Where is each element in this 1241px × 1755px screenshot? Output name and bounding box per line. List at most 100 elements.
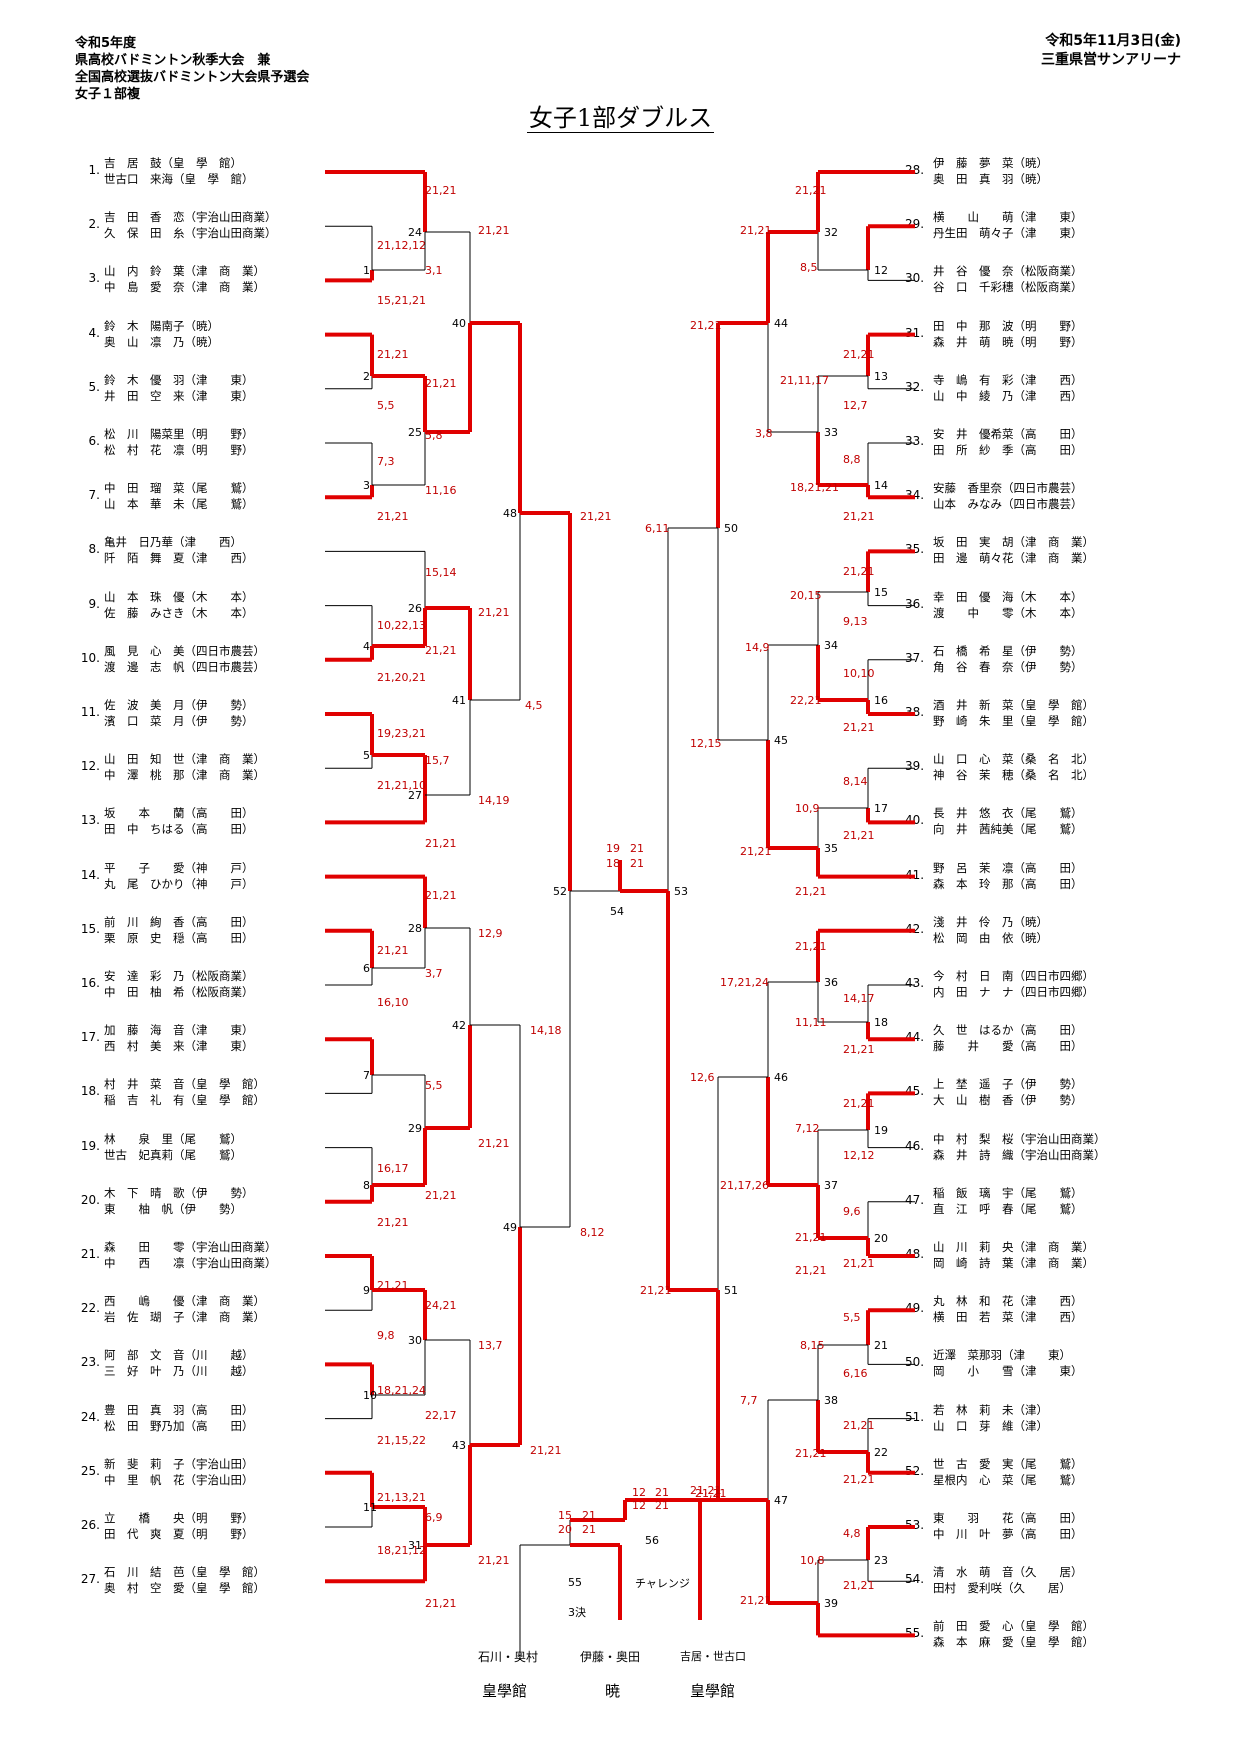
score-label: 21 (582, 1523, 596, 1536)
match-number-14: 14 (874, 479, 888, 492)
player-2-name: 野 崎 朱 里 (933, 714, 1014, 728)
player-1-name: 吉 田 香 恋 (104, 210, 185, 225)
right-score-15: 14,9 (745, 641, 770, 654)
entry-R-11: 39.山 口 心 菜（桑 名 北）神 谷 茉 穂（桑 名 北） (905, 750, 1241, 786)
player-1: 東 羽 花（高 田） (933, 1511, 1083, 1525)
player-1-school: 四日市農芸 (1013, 481, 1072, 496)
entry-L-20: 21.森 田 零（宇治山田商業）中 西 凛（宇治山田商業） (70, 1238, 410, 1274)
player-2-school: 高 田 (196, 1418, 242, 1433)
match-number-35: 35 (824, 842, 838, 855)
right-score-2: 8,5 (800, 261, 818, 274)
player-2-school: 津 西 (1025, 388, 1071, 403)
player-2-name: 栗 原 史 穏 (104, 930, 185, 945)
page-title-text: 女子1部ダブルス (526, 104, 715, 133)
entry-L-14: 15.前 川 絢 香（高 田）栗 原 史 穏（高 田） (70, 913, 410, 949)
match-number-26: 26 (408, 602, 422, 615)
player-1-name: 丸 林 和 花 (933, 1294, 1014, 1309)
player-1-school: 高 田 (1025, 860, 1071, 875)
player-1: 清 水 萌 音（久 居） (933, 1565, 1083, 1580)
player-2-school: 皇 學 館 (1025, 714, 1083, 728)
player-2-name: 森 本 玲 那 (933, 876, 1014, 891)
entry-number: 39. (905, 759, 925, 774)
player-2-school: 伊 勢 (184, 1201, 231, 1216)
player-1-name: 田 中 那 波 (933, 318, 1014, 333)
entry-number: 5. (88, 379, 100, 394)
player-1: 幸 田 優 海（木 本） (933, 589, 1083, 604)
match-number-11: 11 (363, 1501, 377, 1514)
player-2-name: 渡 中 零 (933, 605, 1014, 620)
match-number-36: 36 (824, 976, 838, 989)
entry-L-17: 18.村 井 菜 音（皇 學 館）稲 吉 礼 有（皇 學 館） (70, 1075, 410, 1111)
match-number-43: 43 (452, 1439, 466, 1452)
player-1: 山 口 心 菜（桑 名 北） (933, 752, 1094, 767)
entry-L-24: 25.新 斐 莉 子（宇治山田）中 里 帆 花（宇治山田） (70, 1455, 410, 1491)
player-2-name: 世古口 来海 (104, 172, 173, 186)
player-1-name: 村 井 菜 音 (104, 1077, 185, 1092)
right-score-21: 10,9 (795, 802, 820, 815)
player-2-school: 宇治山田 (196, 1472, 242, 1487)
player-1-name: 石 橋 希 星 (933, 643, 1014, 658)
player-1: 石 川 結 芭（皇 學 館） (104, 1565, 265, 1580)
left-score-1: 21,21 (478, 224, 510, 237)
player-1-school: 宇治山田商業 (1025, 1131, 1094, 1146)
player-2-school: 津 東 (196, 1039, 242, 1054)
match-number-44: 44 (774, 317, 788, 330)
right-score-20: 8,14 (843, 775, 868, 788)
player-1: 森 田 零（宇治山田商業） (104, 1240, 277, 1254)
player-1-name: 淺 井 伶 乃 (933, 914, 1014, 929)
player-1: 林 泉 里（尾 鷲） (104, 1131, 242, 1146)
player-1-name: 安藤 香里奈 (933, 481, 1002, 496)
player-1-school: 桑 名 北 (1025, 752, 1083, 767)
right-score-28: 11,11 (795, 1016, 827, 1029)
player-2-school: 津 商 業 (196, 280, 254, 295)
player-2-name: 山 口 芽 維 (933, 1418, 1014, 1433)
player-2: 栗 原 史 穏（高 田） (104, 930, 254, 945)
player-1-name: 鈴 木 優 羽 (104, 372, 185, 387)
player-2-school: 津 (1025, 1418, 1037, 1433)
player-1-name: 山 本 珠 優 (104, 589, 185, 604)
player-2-school: 暁 (1025, 172, 1037, 186)
player-2-school: 尾 鷲 (196, 497, 242, 512)
right-score-51: 21,21 (740, 1594, 772, 1607)
player-2-name: 大 山 樹 香 (933, 1093, 1014, 1108)
player-2-school: 津 商 業 (196, 1310, 254, 1325)
player-2: 丸 尾 ひかり（神 戸） (104, 876, 254, 891)
player-2-name: 佐 藤 みさき (104, 605, 185, 620)
score-label: 15 (558, 1509, 572, 1522)
player-1: 西 嶋 優（津 商 業） (104, 1294, 265, 1309)
match-number-48: 48 (503, 507, 517, 520)
player-2-school: 高 田 (196, 930, 242, 945)
player-2-school: 木 本 (196, 605, 242, 620)
entry-number: 23. (80, 1355, 100, 1370)
match-number-27: 27 (408, 789, 422, 802)
entry-number: 2. (88, 217, 100, 232)
player-2-school: 津 商 業 (1025, 1256, 1083, 1270)
player-2: 岡 崎 詩 葉（津 商 業） (933, 1256, 1094, 1270)
player-2-school: 暁 (1025, 930, 1037, 945)
player-1-name: 久 世 はるか (933, 1023, 1014, 1038)
player-1-school: 宇治山田商業 (196, 1240, 265, 1254)
right-score-49: 10,8 (800, 1554, 825, 1567)
entry-L-2: 3.山 内 鈴 葉（津 商 業）中 島 愛 奈（津 商 業） (70, 262, 410, 298)
player-1-name: 坂 田 実 胡 (933, 535, 1014, 550)
entry-R-25: 53.東 羽 花（高 田）中 川 叶 夢（高 田） (905, 1509, 1241, 1545)
left-score-36: 21,21 (377, 1279, 409, 1292)
player-1-school: 川 越 (196, 1348, 242, 1363)
left-score-40: 18,21,24 (377, 1384, 426, 1397)
player-2-name: 岡 崎 詩 葉 (933, 1256, 1014, 1270)
player-2-school: 尾 鷲 (1025, 1201, 1071, 1216)
left-score-41: 22,17 (425, 1409, 457, 1422)
player-2-name: 丹生田 萌々子 (933, 226, 1014, 241)
right-score-0: 21,21 (795, 184, 827, 197)
player-2-name: 内 田 ナ ナ (933, 985, 1014, 999)
entry-L-18: 19.林 泉 里（尾 鷲）世古 妃真莉（尾 鷲） (70, 1130, 410, 1166)
player-1-school: 伊 勢 (1025, 1077, 1071, 1092)
page-title: 女子1部ダブルス (0, 98, 1241, 133)
player-2-school: 松阪商業 (196, 985, 242, 999)
player-2-name: 山本 みなみ (933, 497, 1002, 512)
match-number-41: 41 (452, 694, 466, 707)
entry-number: 20. (80, 1192, 100, 1207)
player-1: 風 見 心 美（四日市農芸） (104, 643, 265, 658)
player-2-name: 岩 佐 瑚 子 (104, 1310, 185, 1325)
player-2-school: 四日市農芸 (1013, 497, 1072, 512)
